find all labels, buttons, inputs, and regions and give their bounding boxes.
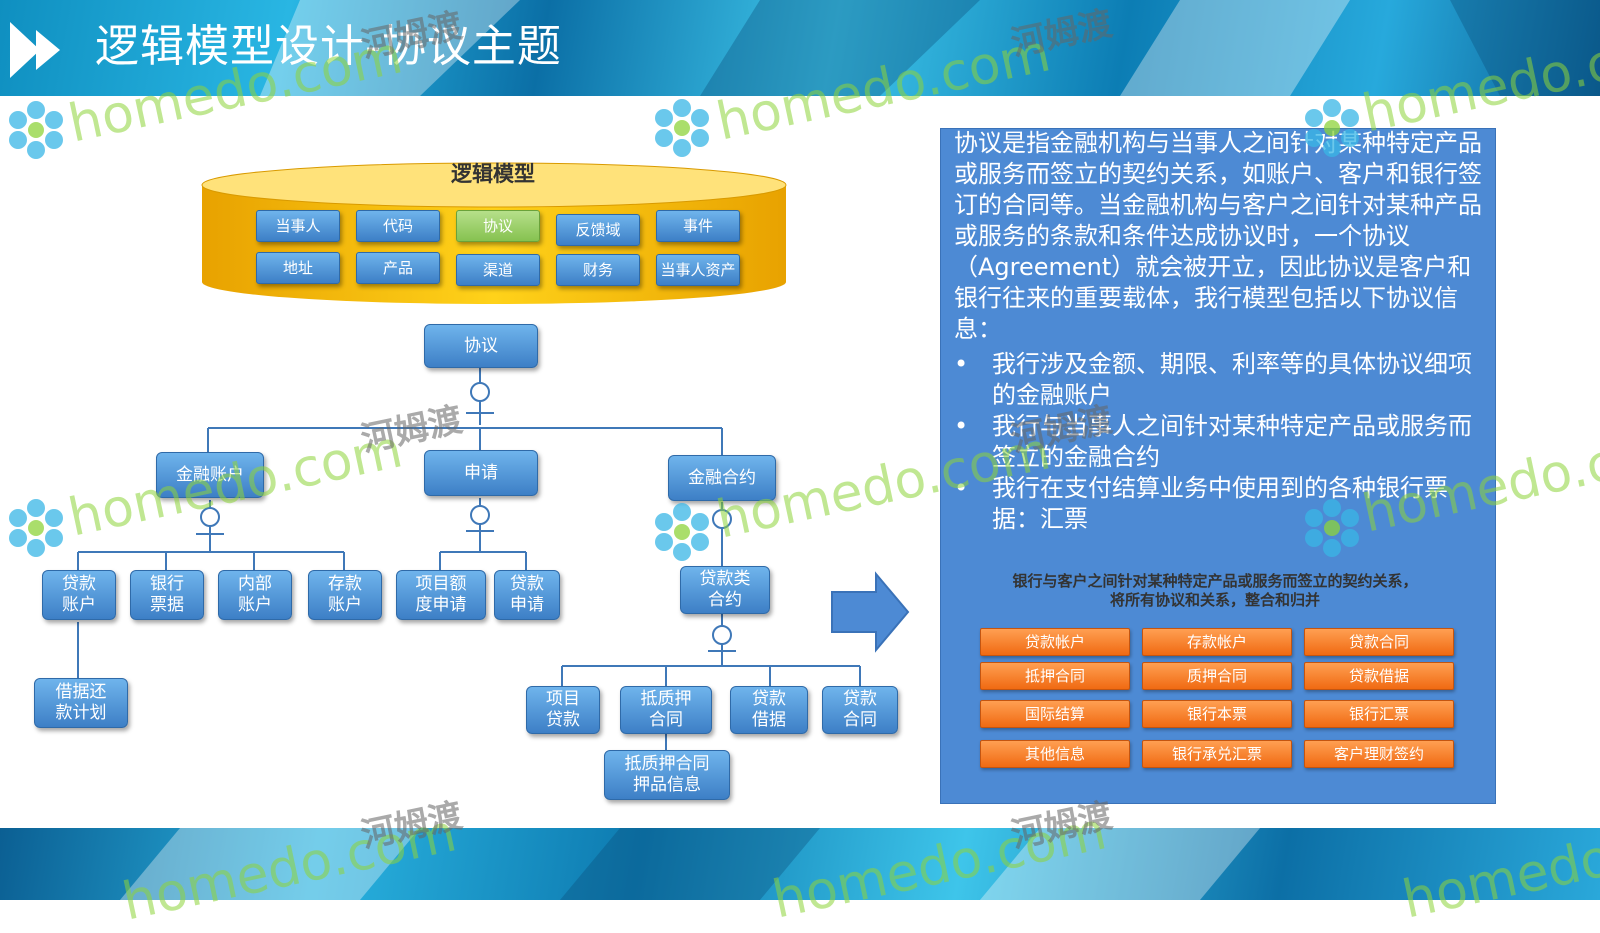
node-loan-contract: 贷款 合同 [822,686,898,734]
summary-item: 银行汇票 [1304,700,1454,728]
banner-facets-bottom [120,828,1260,900]
summary-item: 抵押合同 [980,662,1130,690]
summary-item: 国际结算 [980,700,1130,728]
summary-item: 贷款合同 [1304,628,1454,656]
tree-connectors [77,366,861,750]
bullet-dot-icon: • [954,474,969,502]
summary-item: 银行承兑汇票 [1142,740,1292,768]
bullet-item: •我行在支付结算业务中使用到的各种银行票据：汇票 [954,474,1448,533]
description-panel [940,128,1496,804]
bullet-item: •我行与当事人之间针对某种特定产品或服务而签立的金融合约 [954,412,1472,471]
node-application: 申请 [424,450,538,496]
entity-channel: 渠道 [456,254,540,286]
summary-item: 银行本票 [1142,700,1292,728]
entity-finance: 财务 [556,254,640,286]
description-bullets: •我行涉及金额、期限、利率等的具体协议细项的金融账户 •我行与当事人之间针对某种… [954,349,1490,535]
node-project-loan: 项目 贷款 [526,686,600,734]
bullet-dot-icon: • [954,350,969,378]
node-deposit-account: 存款 账户 [308,570,382,620]
entity-feedback-domain: 反馈域 [556,214,640,246]
node-project-quota-application: 项目额 度申请 [396,570,486,620]
summary-item: 贷款借据 [1304,662,1454,690]
page-title: 逻辑模型设计-协议主题 [95,21,562,72]
node-repayment-plan: 借据还 款计划 [34,678,128,728]
node-loan-receipt: 贷款 借据 [730,686,808,734]
entity-party-asset: 当事人资产 [656,254,740,286]
entity-party: 当事人 [256,210,340,242]
summary-item: 质押合同 [1142,662,1292,690]
summary-item: 存款帐户 [1142,628,1292,656]
entity-address: 地址 [256,252,340,284]
description-paragraph: 协议是指金融机构与当事人之间针对某种特定产品或服务而签立的契约关系，如账户、客户… [954,129,1482,343]
node-bank-bill: 银行 票据 [130,570,204,620]
node-collateral-info: 抵质押合同 押品信息 [604,750,730,800]
node-financial-account: 金融账户 [156,452,264,498]
bottom-banner [0,828,1600,900]
node-loan-application: 贷款 申请 [494,570,560,620]
node-collateral-contract: 抵质押 合同 [620,686,712,734]
play-arrows-icon [10,22,60,78]
entity-code: 代码 [356,210,440,242]
entity-product: 产品 [356,252,440,284]
node-loan-account: 贷款 账户 [42,570,116,620]
arrow-right-icon [831,571,910,653]
node-loan-contract-type: 贷款类 合约 [680,566,770,614]
logic-model-title: 逻辑模型 [451,162,535,186]
entity-agreement: 协议 [456,210,540,242]
node-internal-account: 内部 账户 [218,570,292,620]
banner-facets [260,0,1600,96]
logic-model-cylinder [201,162,787,304]
entity-event: 事件 [656,210,740,242]
top-banner [0,0,1600,96]
summary-title: 银行与客户之间针对某种特定产品或服务而签立的契约关系， 将所有协议和关系，整合和… [1012,572,1418,609]
node-agreement: 协议 [424,324,538,368]
summary-item: 其他信息 [980,740,1130,768]
summary-item: 贷款帐户 [980,628,1130,656]
bullet-dot-icon: • [954,412,969,440]
node-financial-contract: 金融合约 [668,455,776,501]
bullet-item: •我行涉及金额、期限、利率等的具体协议细项的金融账户 [954,350,1472,409]
summary-item: 客户理财签约 [1304,740,1454,768]
